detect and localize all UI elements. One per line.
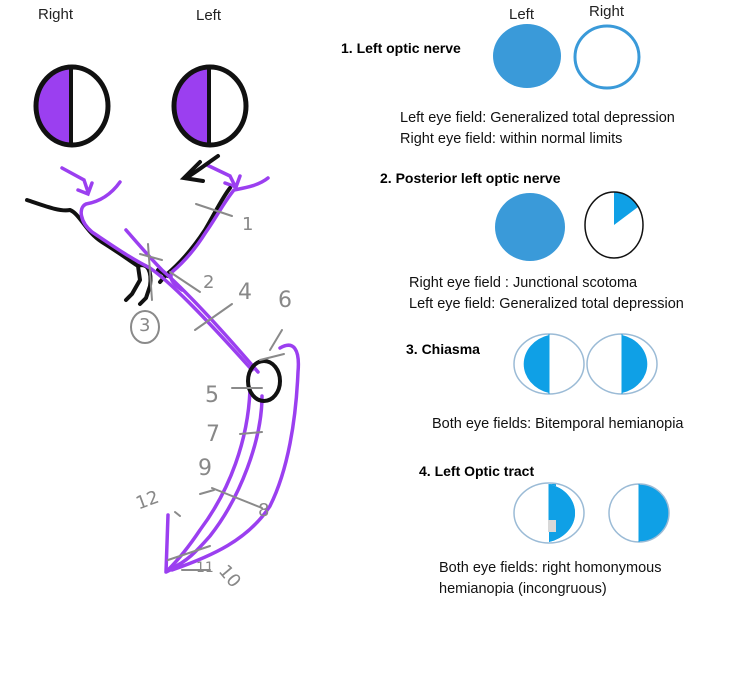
lesion-marker-lines — [130, 203, 285, 571]
sketch-number-9: 9 — [198, 456, 212, 481]
sketch-number-4: 4 — [238, 280, 252, 305]
lesion-4-title: 4. Left Optic tract — [419, 463, 535, 479]
sketch-label-left-eye: Left — [196, 7, 222, 24]
sketch-number-1: 1 — [242, 214, 254, 235]
sketch-number-3: 3 — [139, 315, 151, 336]
sketch-number-2: 2 — [203, 272, 215, 293]
sketch-label-right-eye: Right — [38, 6, 74, 23]
sketch-number-7: 7 — [206, 422, 220, 447]
purple-arrows — [60, 163, 242, 197]
lesion-2-line-1: Right eye field : Junctional scotoma — [409, 275, 638, 291]
field-header-left: Left — [509, 6, 535, 23]
lesion-3-line-1: Both eye fields: Bitemporal hemianopia — [432, 416, 684, 432]
lesion-2-line-2: Left eye field: Generalized total depres… — [409, 296, 684, 312]
sketch-number-8: 8 — [258, 500, 270, 521]
sketch-number-6: 6 — [278, 288, 292, 313]
field-header-right: Right — [589, 3, 625, 20]
lesion-3-title: 3. Chiasma — [406, 341, 480, 357]
lesion-4-line-2: hemianopia (incongruous) — [439, 581, 607, 597]
black-arrow — [179, 154, 220, 183]
lesion-1-title: 1. Left optic nerve — [341, 40, 461, 56]
lesion-2-title: 2. Posterior left optic nerve — [380, 170, 561, 186]
sketch-number-5: 5 — [205, 383, 219, 408]
left-eye-drawing — [171, 64, 249, 148]
lesion-1-line-1: Left eye field: Generalized total depres… — [400, 110, 675, 126]
lgn-circle — [246, 359, 282, 403]
lesion-4-line-1: Both eye fields: right homonymous — [439, 560, 662, 576]
sketch-number-11: 11 — [196, 560, 214, 576]
right-eye-drawing — [33, 64, 111, 148]
lesion-1-line-2: Right eye field: within normal limits — [400, 131, 623, 147]
